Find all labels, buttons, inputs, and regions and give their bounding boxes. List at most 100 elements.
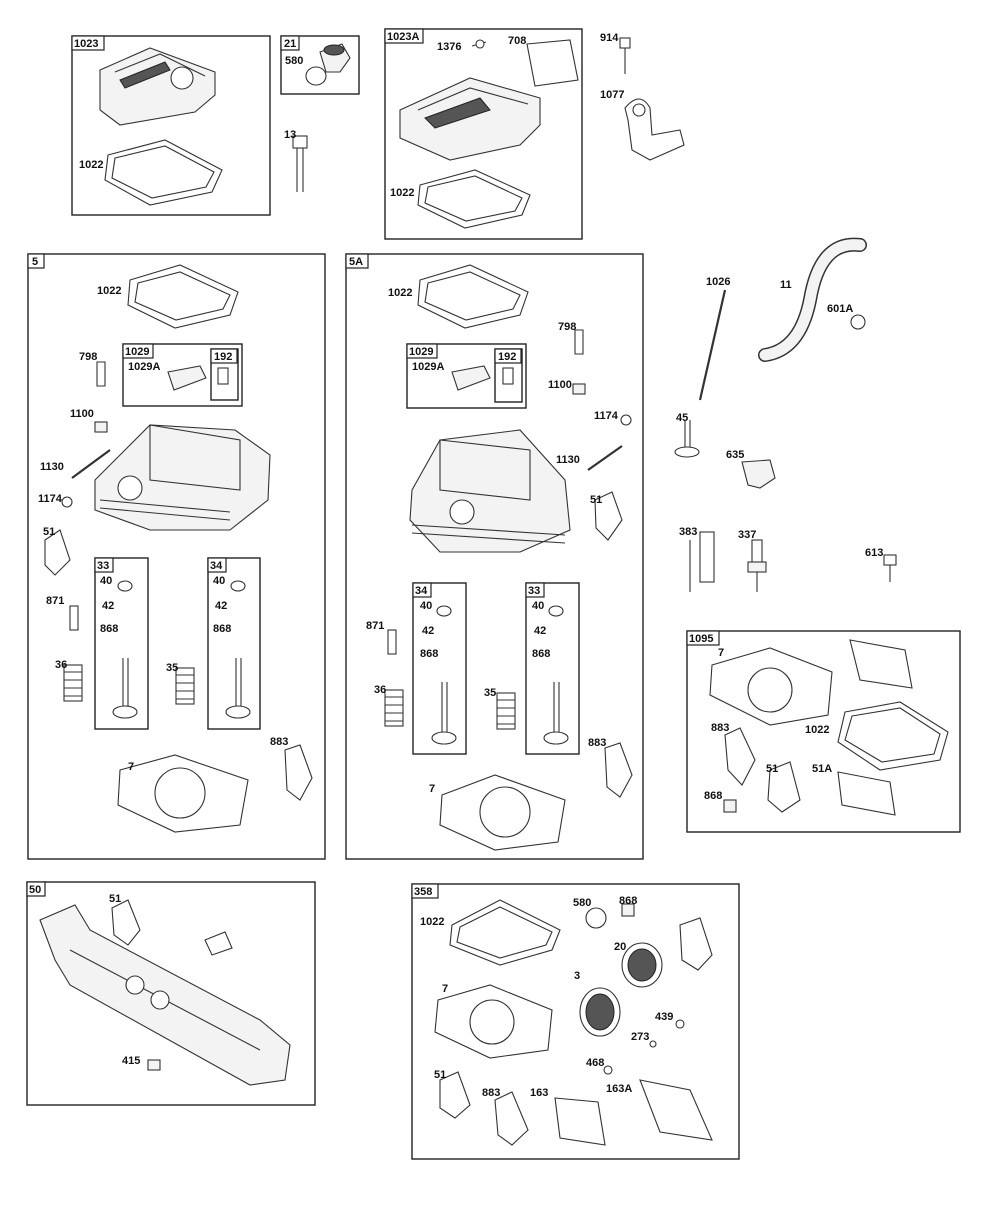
label-36: 36 (374, 684, 386, 696)
label-1376: 1376 (437, 41, 461, 53)
label-871: 871 (46, 595, 64, 607)
clamp-601A (850, 314, 866, 330)
label-798: 798 (558, 321, 576, 333)
label-383: 383 (679, 526, 697, 538)
label-35: 35 (166, 662, 178, 674)
assembly-tag-5: 5 (32, 256, 38, 268)
gasket-set-1095 (709, 639, 949, 816)
assembly-1023: 1023 (71, 35, 271, 216)
assembly-192-right: 192 (494, 348, 523, 403)
label-7: 7 (718, 647, 724, 659)
label-163A: 163A (606, 1083, 632, 1095)
label-868: 868 (100, 623, 118, 635)
label-40: 40 (420, 600, 432, 612)
assembly-5A: 5A (345, 253, 644, 860)
bolt-613 (883, 554, 897, 582)
label-40: 40 (532, 600, 544, 612)
label-415: 415 (122, 1055, 140, 1067)
label-51: 51 (434, 1069, 446, 1081)
label-708: 708 (508, 35, 526, 47)
label-601A: 601A (827, 303, 853, 315)
rocker-arm-left (167, 365, 229, 391)
label-42: 42 (534, 625, 546, 637)
assembly-192-left: 192 (210, 348, 239, 401)
springs-left (63, 664, 195, 705)
label-40: 40 (213, 575, 225, 587)
assembly-34-left: 34 (207, 557, 261, 730)
boot-635 (741, 459, 776, 489)
valves-left (112, 580, 251, 719)
label-1022: 1022 (390, 187, 414, 199)
assembly-tag-1029-right: 1029 (409, 346, 433, 358)
label-439: 439 (655, 1011, 673, 1023)
label-45: 45 (676, 412, 688, 424)
gasket-1022-d (417, 264, 529, 329)
assembly-358: 358 (411, 883, 740, 1160)
oil-cap-drawing (305, 43, 351, 86)
label-1100: 1100 (548, 379, 572, 391)
assembly-tag-1029-left: 1029 (125, 346, 149, 358)
label-883: 883 (588, 737, 606, 749)
assembly-tag-1023A: 1023A (387, 31, 419, 43)
label-51: 51 (109, 893, 121, 905)
label-883: 883 (482, 1087, 500, 1099)
label-868: 868 (619, 895, 637, 907)
label-1026: 1026 (706, 276, 730, 288)
springs-right (384, 689, 516, 730)
label-337: 337 (738, 529, 756, 541)
assembly-tag-5A: 5A (349, 256, 363, 268)
label-42: 42 (102, 600, 114, 612)
valve-45 (674, 420, 700, 458)
studs-left (44, 361, 111, 631)
label-40: 40 (100, 575, 112, 587)
label-883: 883 (270, 736, 288, 748)
assembly-tag-21: 21 (284, 38, 296, 50)
assembly-50: 50 (26, 881, 316, 1106)
rocker-arm-right (451, 365, 514, 391)
assembly-tag-192-right: 192 (498, 351, 516, 363)
bracket-1077 (624, 98, 685, 161)
ignition-383 (689, 531, 715, 592)
gasket-1022-c (127, 264, 239, 329)
label-7: 7 (442, 983, 448, 995)
assembly-tag-1095: 1095 (689, 633, 713, 645)
label-51: 51 (590, 494, 602, 506)
label-1130: 1130 (40, 461, 64, 473)
assembly-33-right: 33 (525, 582, 580, 755)
assembly-21: 21 (280, 35, 360, 95)
label-868: 868 (532, 648, 550, 660)
assembly-tag-34-right: 34 (415, 585, 428, 597)
assembly-5: 5 (27, 253, 326, 860)
assembly-tag-1023: 1023 (74, 38, 98, 50)
valve-cover-drawing (99, 47, 216, 126)
label-1022: 1022 (420, 916, 444, 928)
label-635: 635 (726, 449, 744, 461)
label-1022: 1022 (79, 159, 103, 171)
spark-plug-337 (747, 539, 767, 592)
label-51A: 51A (812, 763, 832, 775)
label-1077: 1077 (600, 89, 624, 101)
gasket-1022-a (104, 139, 223, 206)
head-gasket-right (439, 742, 633, 851)
label-613: 613 (865, 547, 883, 559)
breather-tube-11 (758, 237, 867, 362)
head-gasket-left (117, 744, 313, 833)
label-798: 798 (79, 351, 97, 363)
label-273: 273 (631, 1031, 649, 1043)
label-1022: 1022 (805, 724, 829, 736)
push-rod-1026 (698, 289, 727, 401)
label-42: 42 (215, 600, 227, 612)
intake-manifold-50 (39, 899, 291, 1086)
label-51: 51 (43, 526, 55, 538)
label-51: 51 (766, 763, 778, 775)
label-468: 468 (586, 1057, 604, 1069)
valves-right (431, 605, 569, 745)
assembly-tag-192-left: 192 (214, 351, 232, 363)
label-868: 868 (420, 648, 438, 660)
label-1029A: 1029A (412, 361, 444, 373)
label-871: 871 (366, 620, 384, 632)
label-1022: 1022 (388, 287, 412, 299)
assembly-tag-33-right: 33 (528, 585, 540, 597)
label-1100: 1100 (70, 408, 94, 420)
